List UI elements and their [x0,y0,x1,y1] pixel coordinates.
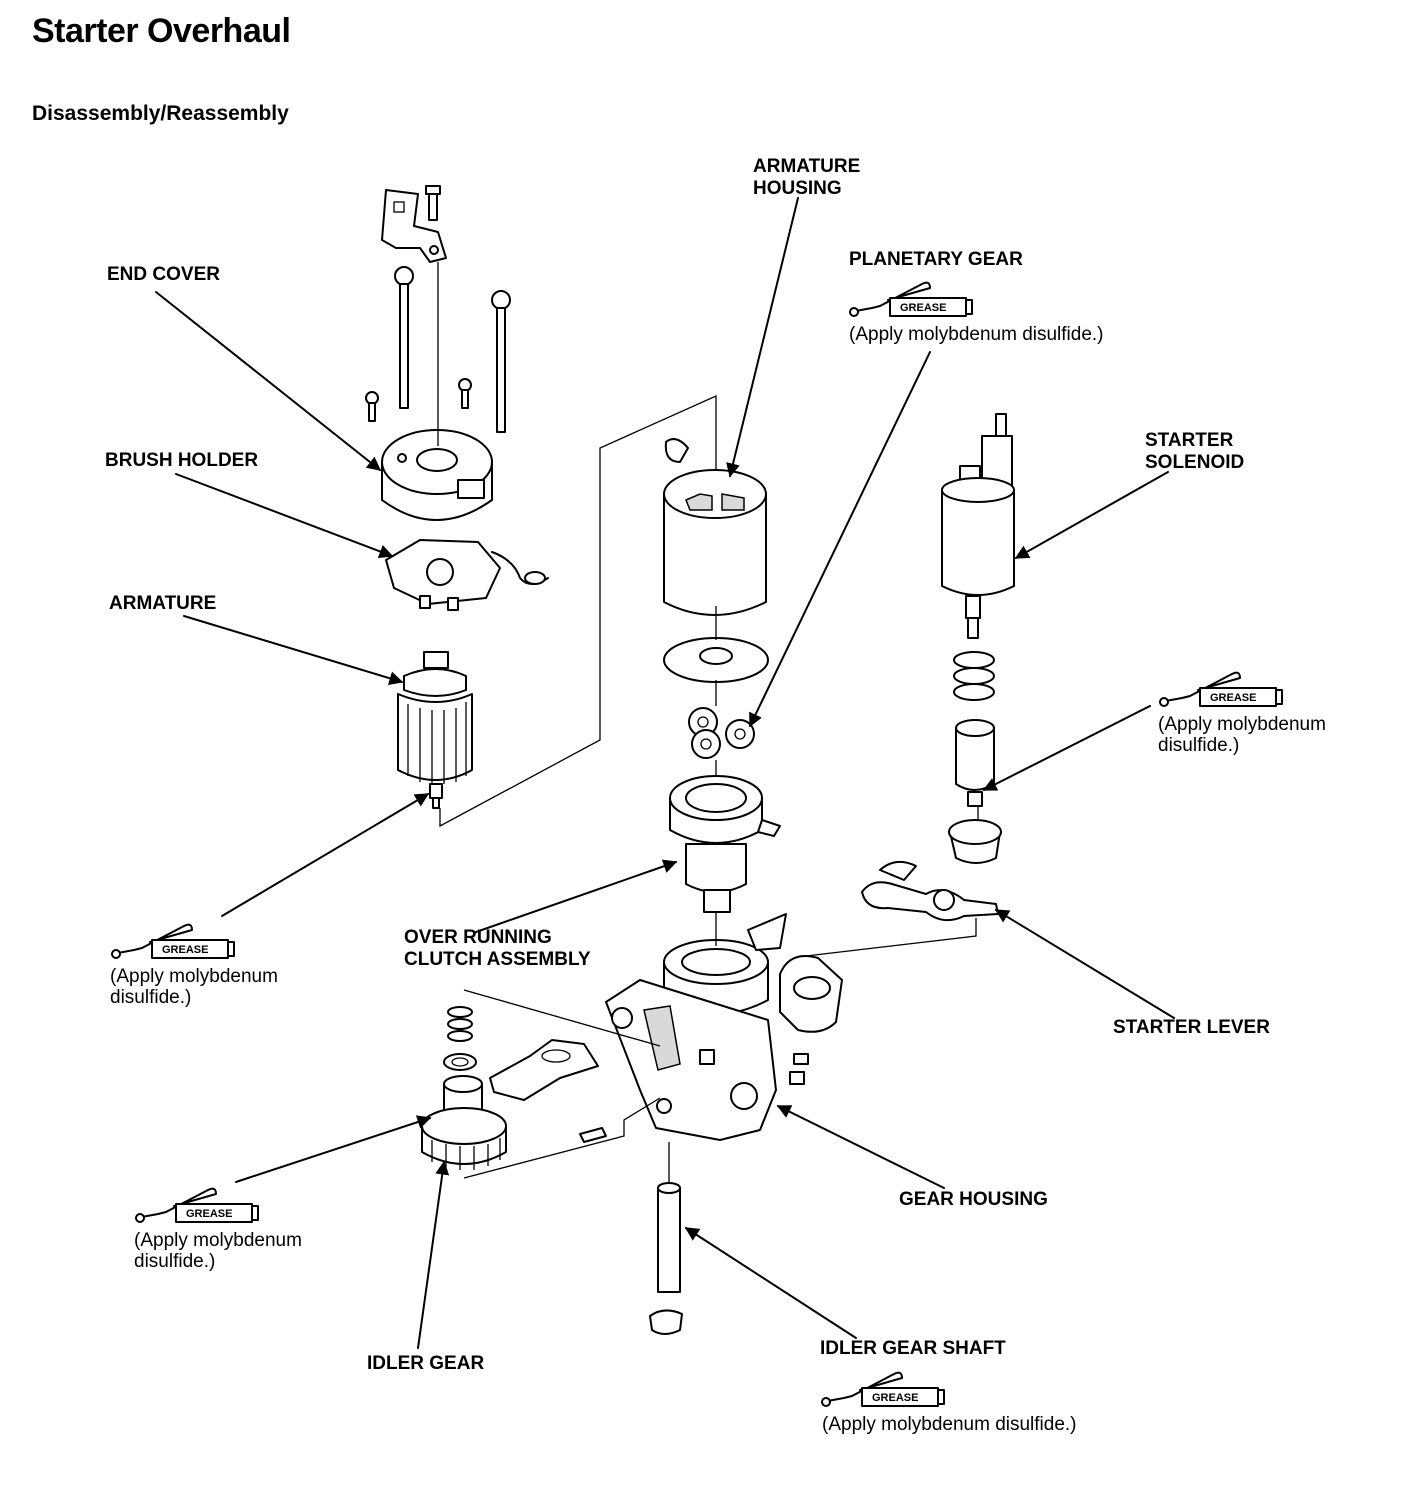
grease-text: GREASE [1210,692,1256,704]
page-subtitle: Disassembly/Reassembly [32,102,289,125]
gear-housing [579,913,843,1143]
note-line: disulfide.) [110,987,192,1008]
starter-lever [861,860,999,922]
page-title: Starter Overhaul [32,12,291,50]
grease-icon: GREASE [135,1187,259,1223]
brush-holder [385,539,549,611]
label-starter-solenoid: STARTER SOLENOID [1145,430,1244,474]
through-bolts [365,266,511,433]
end-cover [381,429,493,521]
label-line: OVER RUNNING [404,927,552,948]
plate-washer [663,637,769,683]
grease-text: GREASE [162,944,208,956]
label-armature-housing: ARMATURE HOUSING [753,156,860,200]
grease-text: GREASE [186,1208,232,1220]
note-line: (Apply molybdenum [134,1230,302,1251]
note-line: (Apply molybdenum [1158,714,1326,735]
note-line: (Apply molybdenum disulfide.) [849,324,1104,345]
label-idler-gear: IDLER GEAR [367,1353,485,1374]
note-armature: (Apply molybdenum disulfide.) [110,966,278,1008]
grease-icon: GREASE [849,281,973,317]
label-line: SOLENOID [1145,452,1245,473]
idler-washer [443,1053,477,1071]
note-line: disulfide.) [1158,735,1240,756]
grease-icon: GREASE [1159,671,1283,707]
leader-lines [155,197,1175,1349]
grease-text: GREASE [872,1392,918,1404]
shift-fork [489,1039,599,1101]
idler-gear-shaft [649,1182,683,1335]
grease-icon: GREASE [111,923,235,959]
note-planetary-gear: (Apply molybdenum disulfide.) [849,324,1104,345]
label-starter-lever: STARTER LEVER [1113,1017,1270,1038]
note-idler-gear: (Apply molybdenum disulfide.) [134,1230,302,1272]
armature [397,651,473,809]
label-planetary-gear: PLANETARY GEAR [849,249,1023,270]
note-line: (Apply molybdenum disulfide.) [822,1414,1077,1435]
grease-icon: GREASE [821,1371,945,1407]
label-idler-gear-shaft: IDLER GEAR SHAFT [820,1338,1006,1359]
idler-gear [421,1075,507,1170]
idler-spring [447,1006,473,1042]
label-line: CLUTCH ASSEMBLY [404,949,591,970]
note-line: disulfide.) [134,1251,216,1272]
grease-text: GREASE [900,302,946,314]
label-over-running-clutch: OVER RUNNING CLUTCH ASSEMBLY [404,927,591,971]
plunger [955,719,995,807]
armature-housing [663,438,767,616]
terminal-bracket [381,185,447,263]
label-gear-housing: GEAR HOUSING [899,1189,1048,1210]
note-idler-gear-shaft: (Apply molybdenum disulfide.) [822,1414,1077,1435]
starter-solenoid [941,413,1015,639]
label-armature: ARMATURE [109,593,217,614]
planetary-gears [688,707,755,759]
solenoid-spring [953,651,995,701]
over-running-clutch [669,775,781,913]
plunger-cap [948,819,1002,864]
label-line: ARMATURE [753,156,861,177]
note-solenoid: (Apply molybdenum disulfide.) [1158,714,1326,756]
label-line: STARTER [1145,430,1234,451]
note-line: (Apply molybdenum [110,966,278,987]
label-end-cover: END COVER [107,264,220,285]
assembly-centerlines [437,262,979,1184]
label-line: HOUSING [753,178,842,199]
label-brush-holder: BRUSH HOLDER [105,450,259,471]
